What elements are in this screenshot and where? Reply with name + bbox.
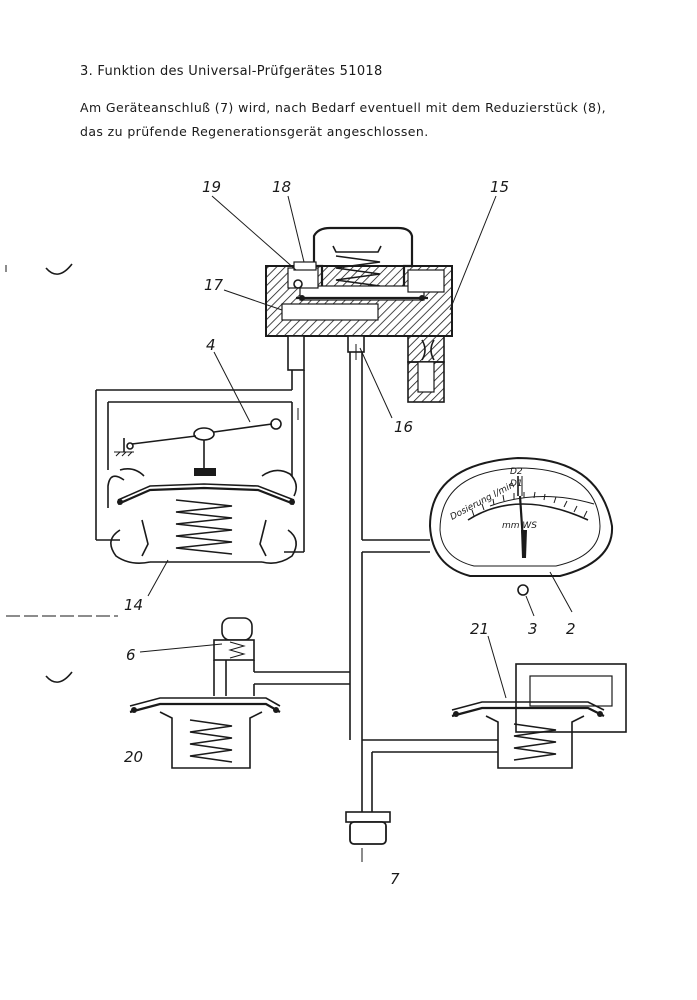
leader-lines [139, 195, 573, 699]
label-2: 2 [566, 620, 576, 638]
gauge-mark-d1: D1 [510, 479, 523, 489]
label-17: 17 [204, 276, 224, 294]
valve-housing [265, 226, 453, 403]
paragraph-line-1: Am Geräteanschluß (7) wird, nach Bedarf … [80, 100, 606, 115]
label-6: 6 [126, 646, 136, 664]
regulator-20 [129, 697, 281, 769]
label-21: 21 [470, 620, 489, 638]
lever-4 [114, 418, 282, 476]
label-4: 4 [206, 336, 216, 354]
gauge-mark-d2: D2 [510, 467, 523, 477]
zero-adjust-screw-3 [517, 584, 529, 596]
label-14: 14 [124, 596, 143, 614]
gauge-ticks [471, 476, 588, 518]
label-20: 20 [124, 748, 143, 766]
regulator-14 [107, 468, 298, 564]
connector-7 [345, 811, 391, 862]
regulator-21 [451, 663, 627, 769]
pressure-gauge-2: Dosierung l/min mm WS D2 D1 [428, 456, 614, 596]
part-labels: 19 18 15 17 4 16 14 6 20 21 3 2 7 [124, 178, 576, 888]
label-18: 18 [272, 178, 291, 196]
paragraph-line-2: das zu prüfende Regenerationsgerät anges… [80, 124, 429, 139]
label-3: 3 [528, 620, 538, 638]
gauge-unit: mm WS [502, 521, 537, 531]
label-15: 15 [490, 178, 509, 196]
piping [95, 344, 498, 812]
label-16: 16 [394, 418, 413, 436]
label-19: 19 [202, 178, 221, 196]
check-valve-6 [213, 617, 255, 696]
page-heading: 3. Funktion des Universal-Prüfgerätes 51… [80, 64, 383, 79]
label-7: 7 [390, 870, 400, 888]
intro-paragraph: Am Geräteanschluß (7) wird, nach Bedarf … [80, 96, 680, 144]
scan-marks [5, 263, 118, 683]
